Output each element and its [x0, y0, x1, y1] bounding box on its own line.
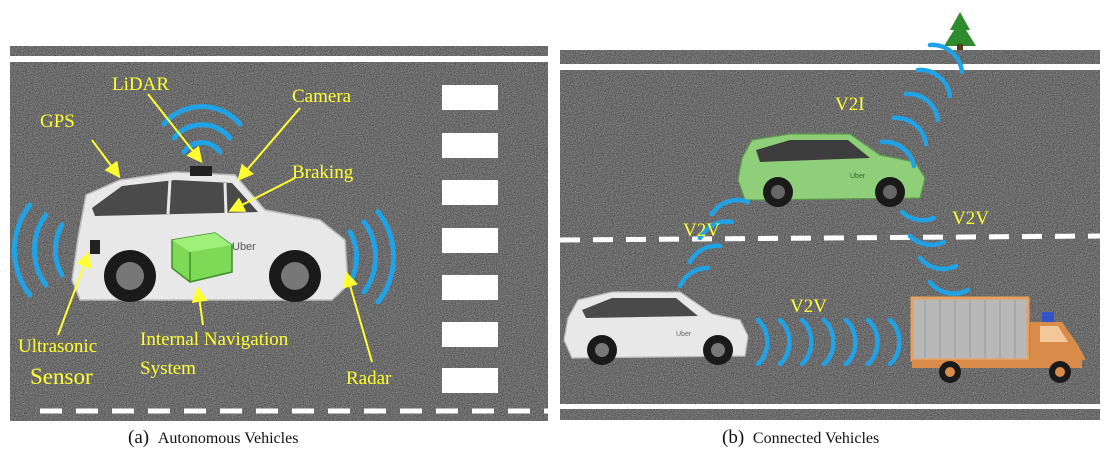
- caption-a-prefix: (a): [128, 427, 149, 448]
- svg-text:(b) Connected Vehicles: (b) Connected Vehicles: [722, 427, 879, 448]
- car-logo-green: Uber: [850, 173, 866, 180]
- label-ultrasonic-1: Ultrasonic: [18, 336, 97, 357]
- label-ultrasonic-2: Sensor: [30, 364, 93, 389]
- left-waves: [12, 202, 65, 298]
- label-braking: Braking: [292, 162, 354, 183]
- green-car-icon: Uber: [737, 133, 926, 207]
- road-a-top-line: [10, 56, 548, 62]
- label-ins-1: Internal Navigation: [140, 329, 289, 350]
- caption-b-prefix: (b): [722, 427, 744, 448]
- caption-b-text: Connected Vehicles: [753, 430, 879, 447]
- v2v-right-waves: [899, 209, 971, 296]
- truck-icon: [910, 296, 1086, 383]
- panel-a-autonomous: Uber: [10, 46, 548, 421]
- label-gps: GPS: [40, 111, 75, 132]
- caption-a-text: Autonomous Vehicles: [158, 430, 299, 447]
- crosswalk: [442, 85, 498, 393]
- label-v2i: V2I: [835, 94, 865, 115]
- v2v-left-waves: [677, 197, 751, 289]
- road-b-bottom-line: [560, 404, 1100, 409]
- v2i-waves: [879, 42, 965, 169]
- caption-a: (a) Autonomous Vehicles: [128, 427, 298, 448]
- road-b-top-line: [560, 64, 1100, 70]
- label-v2v-right: V2V: [952, 208, 989, 229]
- label-v2v-left: V2V: [683, 220, 720, 241]
- label-radar: Radar: [346, 368, 392, 389]
- sensor-box-icon: [171, 232, 233, 283]
- label-lidar: LiDAR: [112, 74, 169, 95]
- label-arrows: [57, 93, 373, 363]
- road-b-dashed-line: [559, 233, 1101, 243]
- svg-text:(a) Autonomous Vehicles: (a) Autonomous Vehicles: [128, 427, 298, 448]
- car-logo-white: Uber: [676, 331, 692, 338]
- white-car-icon: Uber: [563, 291, 749, 365]
- label-v2v-bottom: V2V: [790, 296, 827, 317]
- caption-b: (b) Connected Vehicles: [722, 427, 879, 448]
- panel-b-connected: Uber Uber: [559, 12, 1101, 420]
- label-ins-2: System: [140, 358, 196, 379]
- label-camera: Camera: [292, 86, 352, 107]
- v2v-bottom-waves: [755, 317, 902, 367]
- tree-icon: [944, 12, 976, 50]
- car-logo-a: Uber: [232, 241, 256, 253]
